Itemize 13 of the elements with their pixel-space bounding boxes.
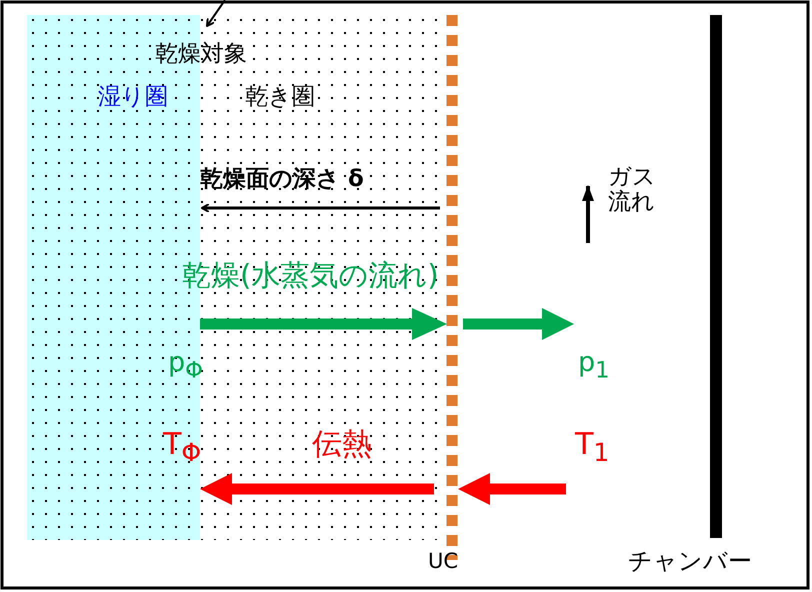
boundary-label: UC — [428, 550, 458, 574]
chamber-label: チャンバー — [628, 548, 752, 574]
temperature-label: T$_{Φ}$ — [163, 428, 202, 466]
depth-label: 乾燥面の深さ δ — [200, 167, 364, 192]
zone-label: 湿り圏 — [98, 85, 168, 110]
pressure-label: p$_{1}$ — [578, 348, 610, 384]
pressure-label: p$_{Φ}$ — [168, 348, 203, 384]
zone-label: 乾き圏 — [245, 85, 315, 110]
heat-transfer-label: 伝熱 — [312, 428, 372, 461]
flow-label: ガス流れ — [608, 165, 657, 216]
object-label: 乾燥対象 — [155, 42, 247, 68]
flow-label: 乾燥(水蒸気の流れ) — [182, 260, 439, 292]
temperature-label: T$_{1}$ — [575, 428, 610, 466]
